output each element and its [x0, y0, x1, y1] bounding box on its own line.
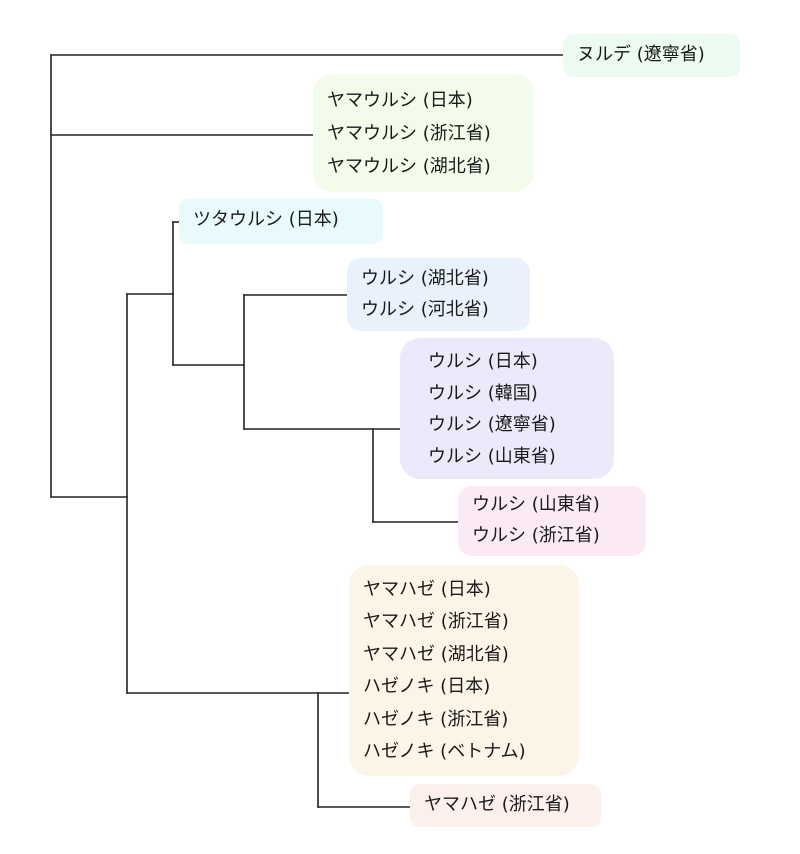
taxon-label: ヤマハゼ (湖北省) — [363, 643, 509, 665]
taxon-label: ウルシ (河北省) — [361, 299, 489, 320]
clade-box-tsutaurushi: ツタウルシ (日本) — [179, 199, 383, 244]
clade-box-urushi-c: ウルシ (山東省) ウルシ (浙江省) — [458, 486, 646, 556]
taxon-label: ハゼノキ (日本) — [363, 676, 491, 698]
taxon-label: ウルシ (浙江省) — [472, 525, 600, 546]
clade-box-yamaurushi: ヤマウルシ (日本) ヤマウルシ (浙江省) ヤマウルシ (湖北省) — [313, 74, 534, 192]
clade-box-urushi-a: ウルシ (湖北省) ウルシ (河北省) — [347, 258, 530, 331]
taxon-label: ウルシ (日本) — [428, 351, 538, 372]
taxon-label: ヤマハゼ (浙江省) — [424, 794, 570, 815]
taxon-label: ウルシ (山東省) — [472, 494, 600, 515]
clade-box-yamahaze-hazenoki: ヤマハゼ (日本) ヤマハゼ (浙江省) ヤマハゼ (湖北省) ハゼノキ (日本… — [349, 565, 579, 776]
taxon-label: ウルシ (遼寧省) — [428, 414, 556, 435]
taxon-label: ヤマハゼ (日本) — [363, 579, 491, 600]
taxon-label: ヤマウルシ (浙江省) — [327, 123, 491, 144]
taxon-label: ウルシ (韓国) — [428, 382, 538, 404]
taxon-label: ヤマハゼ (浙江省) — [363, 611, 509, 633]
clade-box-nurude: ヌルデ (遼寧省) — [563, 34, 740, 77]
taxon-label: ヤマウルシ (日本) — [327, 90, 473, 111]
taxon-label: ツタウルシ (日本) — [193, 209, 339, 230]
taxon-label: ハゼノキ (浙江省) — [363, 708, 509, 730]
taxon-label: ウルシ (山東省) — [428, 445, 556, 467]
taxon-label: ヤマウルシ (湖北省) — [327, 156, 491, 177]
taxon-label: ハゼノキ (ベトナム) — [363, 741, 526, 763]
taxon-label: ウルシ (湖北省) — [361, 268, 489, 289]
taxon-label: ヌルデ (遼寧省) — [577, 44, 705, 65]
clade-box-yamahaze-b: ヤマハゼ (浙江省) — [410, 784, 601, 827]
clade-box-urushi-b: ウルシ (日本) ウルシ (韓国) ウルシ (遼寧省) ウルシ (山東省) — [400, 338, 614, 479]
